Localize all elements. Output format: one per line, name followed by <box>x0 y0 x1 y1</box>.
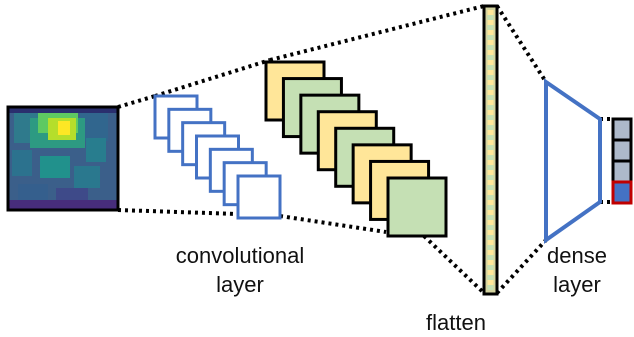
dense-label-line2: layer <box>553 272 601 297</box>
feature-map <box>386 176 448 238</box>
dense-layer-shape <box>544 78 602 244</box>
conv-label-line1: convolutional <box>176 243 304 268</box>
input-image <box>6 105 120 212</box>
connector-flatten-dense-top <box>495 4 548 84</box>
dense-label-line1: dense <box>547 243 607 268</box>
connector-input-conv-top <box>117 94 156 109</box>
connector-fmap-flatten-top <box>269 4 485 62</box>
output-selection-highlight <box>611 180 633 205</box>
flatten-vector <box>482 4 499 296</box>
output-cell <box>611 159 633 184</box>
connector-lines <box>117 4 613 295</box>
connector-flatten-dense-bottom <box>495 238 548 295</box>
output-cell <box>611 138 633 163</box>
output-cell <box>611 117 633 142</box>
output-cell-selected <box>611 180 633 205</box>
connector-input-conv-bottom <box>117 208 239 216</box>
conv-label-line2: layer <box>216 272 264 297</box>
flatten-label: flatten <box>426 310 486 335</box>
output-vector <box>611 117 633 205</box>
connector-conv-fmap-top <box>154 58 271 98</box>
conv-filter <box>236 174 282 220</box>
conv-filter-stack <box>153 94 282 220</box>
connector-fmap-flatten-bottom <box>422 234 486 295</box>
feature-map-stack <box>264 60 448 238</box>
